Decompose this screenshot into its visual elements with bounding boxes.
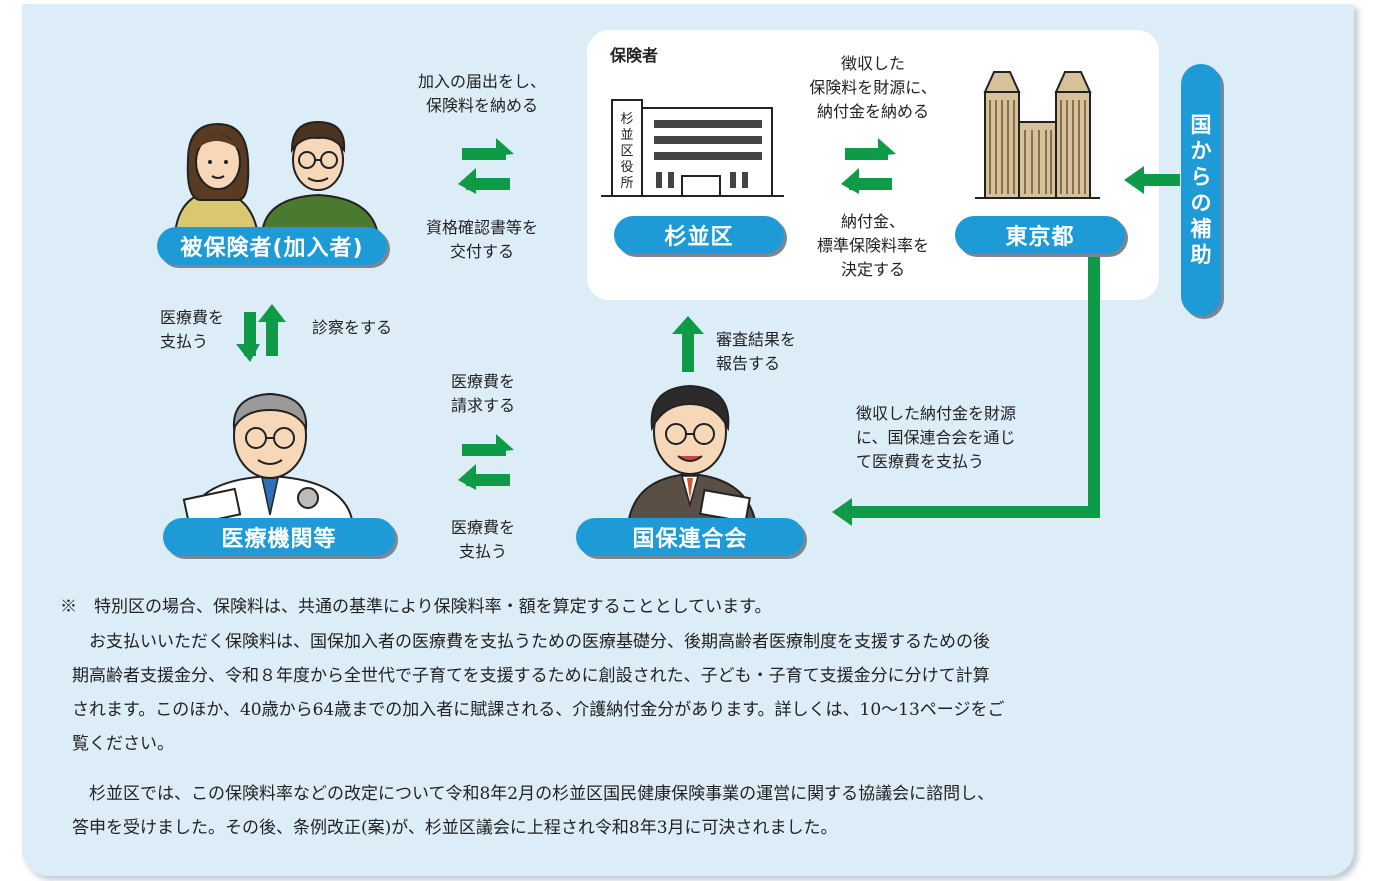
note-line-5: 覧ください。 — [72, 734, 174, 754]
edge-insured-to-ward: 加入の届出をし、 保険料を納める — [417, 72, 546, 115]
note-line-6: 杉並区では、この保険料率などの改定について令和8年2月の杉並区国民健康保険事業の… — [72, 784, 995, 804]
flow-arrows — [236, 138, 1180, 526]
kokuho-staff-illustration — [626, 384, 758, 526]
building-sign: 杉並区役所 — [620, 112, 634, 191]
note-line-4: されます。このほか、40歳から64歳までの加入者に賦課される、介護納付金分があり… — [72, 700, 1005, 720]
edge-kokuho-report: 審査結果を 報告する — [716, 330, 797, 373]
tokyo-government-building-illustration — [975, 71, 1100, 199]
national-subsidy-label: 国からの補助 — [1191, 112, 1212, 268]
doctor-illustration — [182, 392, 354, 527]
node-national-subsidy: 国からの補助 — [1181, 64, 1221, 316]
note-line-2: お支払いいただく保険料は、国保加入者の医療費を支払うための医療基礎分、後期高齢者… — [72, 632, 990, 652]
edge-kokuho-pay-medical: 医療費を 支払う — [450, 518, 515, 561]
national-subsidy-char: 国 — [1190, 113, 1212, 137]
edge-tokyo-to-ward: 納付金、 標準保険料率を 決定する — [816, 212, 929, 279]
insurer-label: 保険者 — [610, 46, 659, 65]
node-suginami: 杉並区 — [614, 216, 784, 254]
insured-people-illustration — [173, 120, 380, 236]
node-kokuho: 国保連合会 — [576, 518, 804, 556]
edge-ward-to-tokyo: 徴収した 保険料を財源に、 納付金を納める — [809, 54, 937, 121]
national-subsidy-char: か — [1190, 139, 1212, 163]
node-insured: 被保険者(加入者) — [157, 227, 387, 265]
note-line-7: 答申を受けました。その後、条例改正(案)が、杉並区議会に上程され令和8年3月に可… — [72, 818, 838, 838]
edge-insured-pay-medical: 医療費を 支払う — [160, 308, 225, 351]
edge-ward-to-insured: 資格確認書等を 交付する — [425, 218, 538, 261]
note-line-3: 期高齢者支援金分、令和８年度から全世代で子育てを支援するために創設された、子ども… — [72, 666, 990, 686]
ward-office-building-illustration — [601, 99, 784, 197]
national-subsidy-char: 補 — [1190, 217, 1212, 241]
edge-tokyo-to-kokuho: 徴収した納付金を財源 に、国保連合会を通じ て医療費を支払う — [856, 404, 1017, 471]
national-subsidy-char: の — [1190, 191, 1212, 215]
national-subsidy-char: 助 — [1190, 243, 1212, 267]
node-medical: 医療機関等 — [163, 518, 395, 556]
note-line-1: ※ 特別区の場合、保険料は、共通の基準により保険料率・額を算定することとしていま… — [60, 597, 772, 617]
national-subsidy-char: ら — [1190, 165, 1212, 189]
edge-medical-examine: 診察をする — [312, 318, 393, 337]
node-tokyo: 東京都 — [955, 216, 1125, 254]
edge-medical-bill: 医療費を 請求する — [450, 372, 515, 415]
